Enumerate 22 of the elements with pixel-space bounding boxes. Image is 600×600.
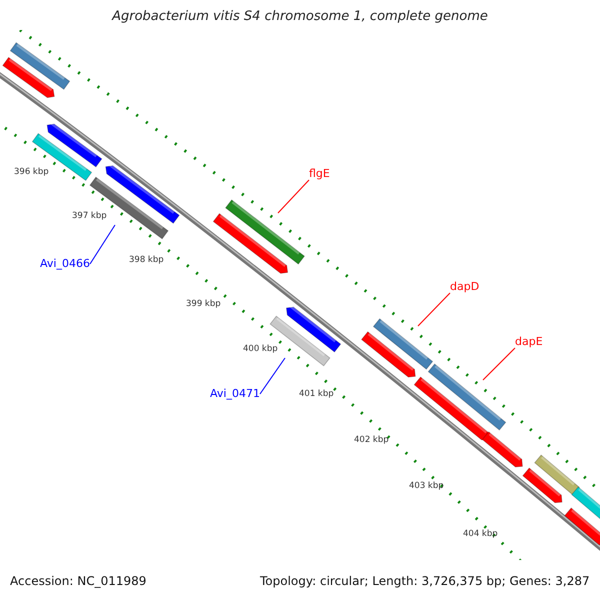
scale-label: 399 kbp xyxy=(186,300,221,310)
leader-line xyxy=(418,292,450,326)
leader-line xyxy=(90,224,116,264)
scale-label: 396 kbp xyxy=(14,168,49,178)
leader-line xyxy=(260,358,286,394)
scale-label: 402 kbp xyxy=(354,436,389,446)
scale-label: 398 kbp xyxy=(129,256,164,266)
scale-label: 404 kbp xyxy=(463,530,498,540)
genome-stats-text: Topology: circular; Length: 3,726,375 bp; Genes: 3,287 xyxy=(260,575,590,588)
accession-text: Accession: NC_011989 xyxy=(10,575,146,588)
title: Agrobacterium vitis S4 chromosome 1, complete genome xyxy=(110,10,489,24)
gene-label: flgE xyxy=(309,168,330,180)
gene-label: Avi_0471 xyxy=(210,388,260,400)
gene-label: dapD xyxy=(450,281,480,294)
scale-label: 403 kbp xyxy=(409,482,444,492)
leader-line xyxy=(482,348,516,380)
leader-line xyxy=(278,180,310,214)
scale-label: 397 kbp xyxy=(72,212,107,222)
scale-label: 401 kbp xyxy=(299,390,334,400)
scale-label: 400 kbp xyxy=(243,345,278,354)
gene-label: dapE xyxy=(515,336,543,348)
gene-label: Avi_0466 xyxy=(40,258,90,270)
